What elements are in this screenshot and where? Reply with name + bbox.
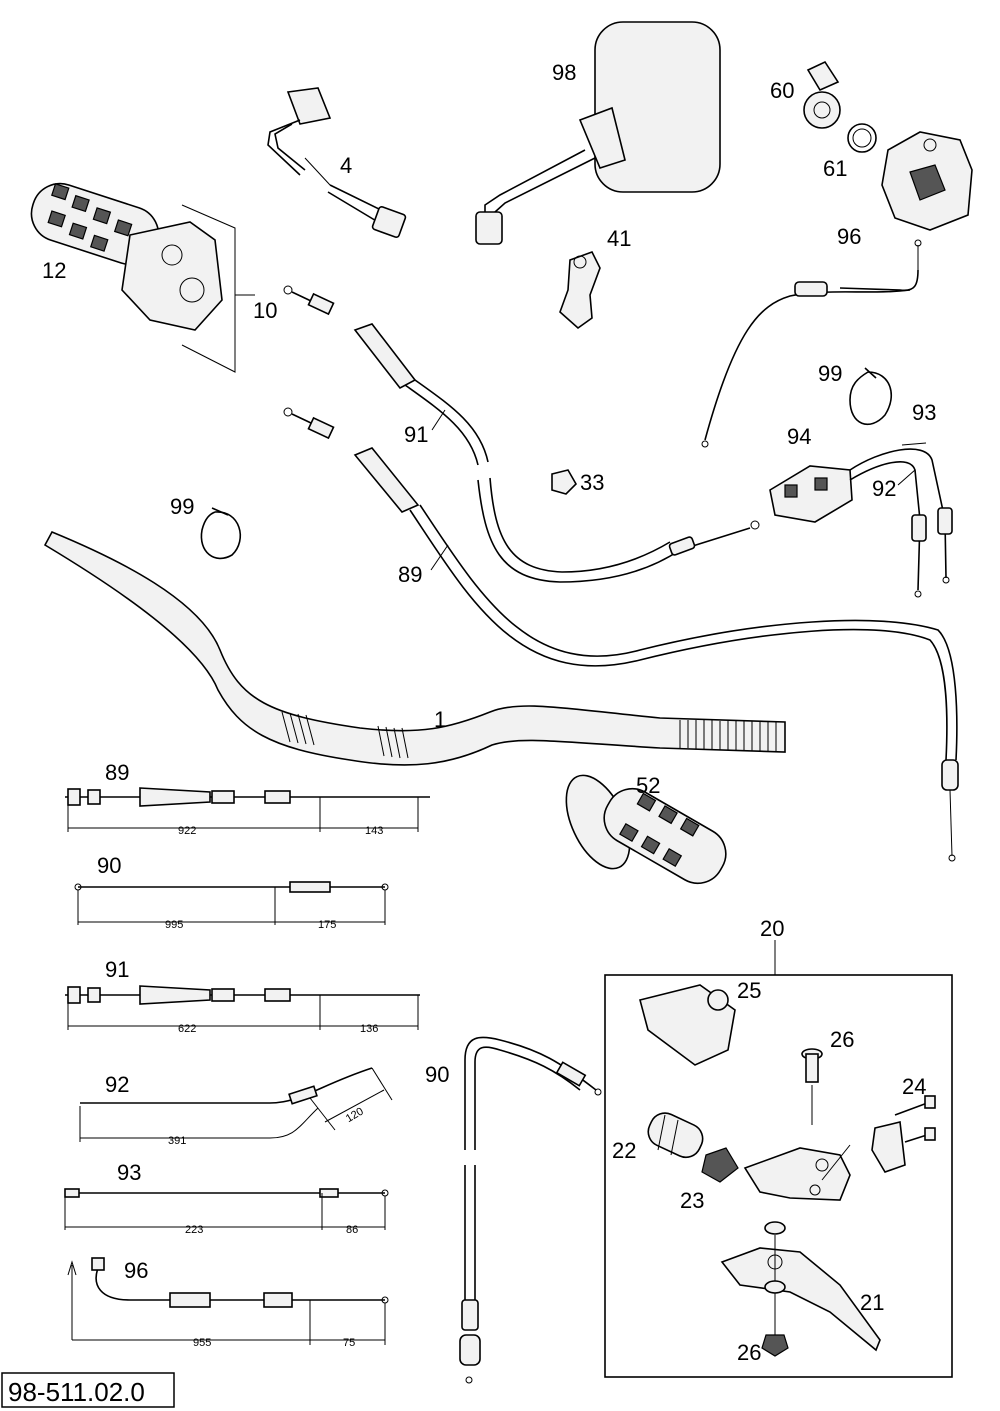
clip-99-upper [849,367,893,426]
label-60: 60 [770,78,794,103]
label-41: 41 [607,226,631,251]
dim-93-b: 86 [346,1224,358,1236]
detail-label-96: 96 [124,1258,148,1283]
label-1: 1 [434,707,446,732]
label-24: 24 [902,1074,926,1099]
detail-label-89: 89 [105,760,129,785]
cable-96 [701,239,922,448]
screws-24 [821,1095,936,1181]
label-26: 26 [830,1027,854,1052]
label-99-left: 99 [170,494,194,519]
switch-housing [881,131,973,231]
cable-detail-93 [64,1188,389,1230]
nut-33 [551,469,577,495]
dim-96-b: 75 [343,1337,355,1349]
clamp-half [871,1121,906,1173]
cable-89 [283,407,959,862]
dim-89-b: 143 [365,825,383,837]
label-98: 98 [552,60,576,85]
dim-96-a: 955 [193,1337,211,1349]
leader-lines [304,157,927,571]
grip-52 [565,774,727,885]
label-10: 10 [253,298,277,323]
drawing-code: 98-511.02.0 [8,1377,145,1407]
label-90: 90 [425,1062,449,1087]
detail-label-92: 92 [105,1072,129,1097]
label-91: 91 [404,422,428,447]
dim-90-a: 995 [165,919,183,931]
clip-99-left [200,507,242,560]
adjuster-nut-23 [701,1147,739,1183]
cable-detail-91 [65,985,420,1030]
label-23: 23 [680,1188,704,1213]
label-93: 93 [912,400,936,425]
clamp-41 [559,251,601,330]
label-4: 4 [340,153,352,178]
detail-label-90: 90 [97,853,121,878]
label-61: 61 [823,156,847,181]
clutch-assembly-box [604,940,953,1378]
label-99: 99 [818,361,842,386]
label-96: 96 [837,224,861,249]
lever-cover-25 [639,984,736,1066]
label-12: 12 [42,258,66,283]
nut-26-lower [761,1280,789,1357]
cable-detail-89 [65,787,430,832]
label-22: 22 [612,1138,636,1163]
lever-bracket [743,1147,851,1201]
label-20: 20 [760,916,784,941]
detail-label-91: 91 [105,957,129,982]
label-52: 52 [636,773,660,798]
cable-guide-4 [267,87,407,239]
drawing-code-box: 98-511.02.0 [1,1372,175,1408]
dim-93-a: 223 [185,1224,203,1236]
label-26-lower: 26 [737,1340,761,1365]
label-92: 92 [872,476,896,501]
handlebar [43,530,786,766]
label-25: 25 [737,978,761,1003]
label-21: 21 [860,1290,884,1315]
detail-label-93: 93 [117,1160,141,1185]
cable-detail-96 [67,1257,389,1345]
lever-21 [720,1221,881,1352]
connector-94 [769,465,853,523]
mirror [475,21,721,245]
dim-90-b: 175 [318,919,336,931]
label-89: 89 [398,562,422,587]
washer-61 [847,123,877,153]
cable-detail-92 [79,1067,393,1142]
bolt-26-upper [801,1048,823,1125]
throttle-cover-60 [803,60,841,129]
label-33: 33 [580,470,604,495]
cable-90-vertical [459,1036,602,1384]
dim-91-b: 136 [360,1023,378,1035]
dim-91-a: 622 [178,1023,196,1035]
throttle-grip-assembly [30,182,255,373]
cable-91 [283,285,760,583]
cable-detail-labels: 89 922 143 90 995 175 91 622 136 92 391 … [97,760,383,1349]
dim-92-b: 120 [344,1105,366,1125]
cables-92-93 [849,448,953,598]
dim-89-a: 922 [178,825,196,837]
label-94: 94 [787,424,811,449]
cable-detail-90 [74,881,389,925]
adjuster-22 [647,1112,704,1159]
dim-92-a: 391 [168,1135,186,1147]
part-labels: 98 60 61 4 12 10 41 96 99 93 94 92 91 33… [42,60,936,1365]
